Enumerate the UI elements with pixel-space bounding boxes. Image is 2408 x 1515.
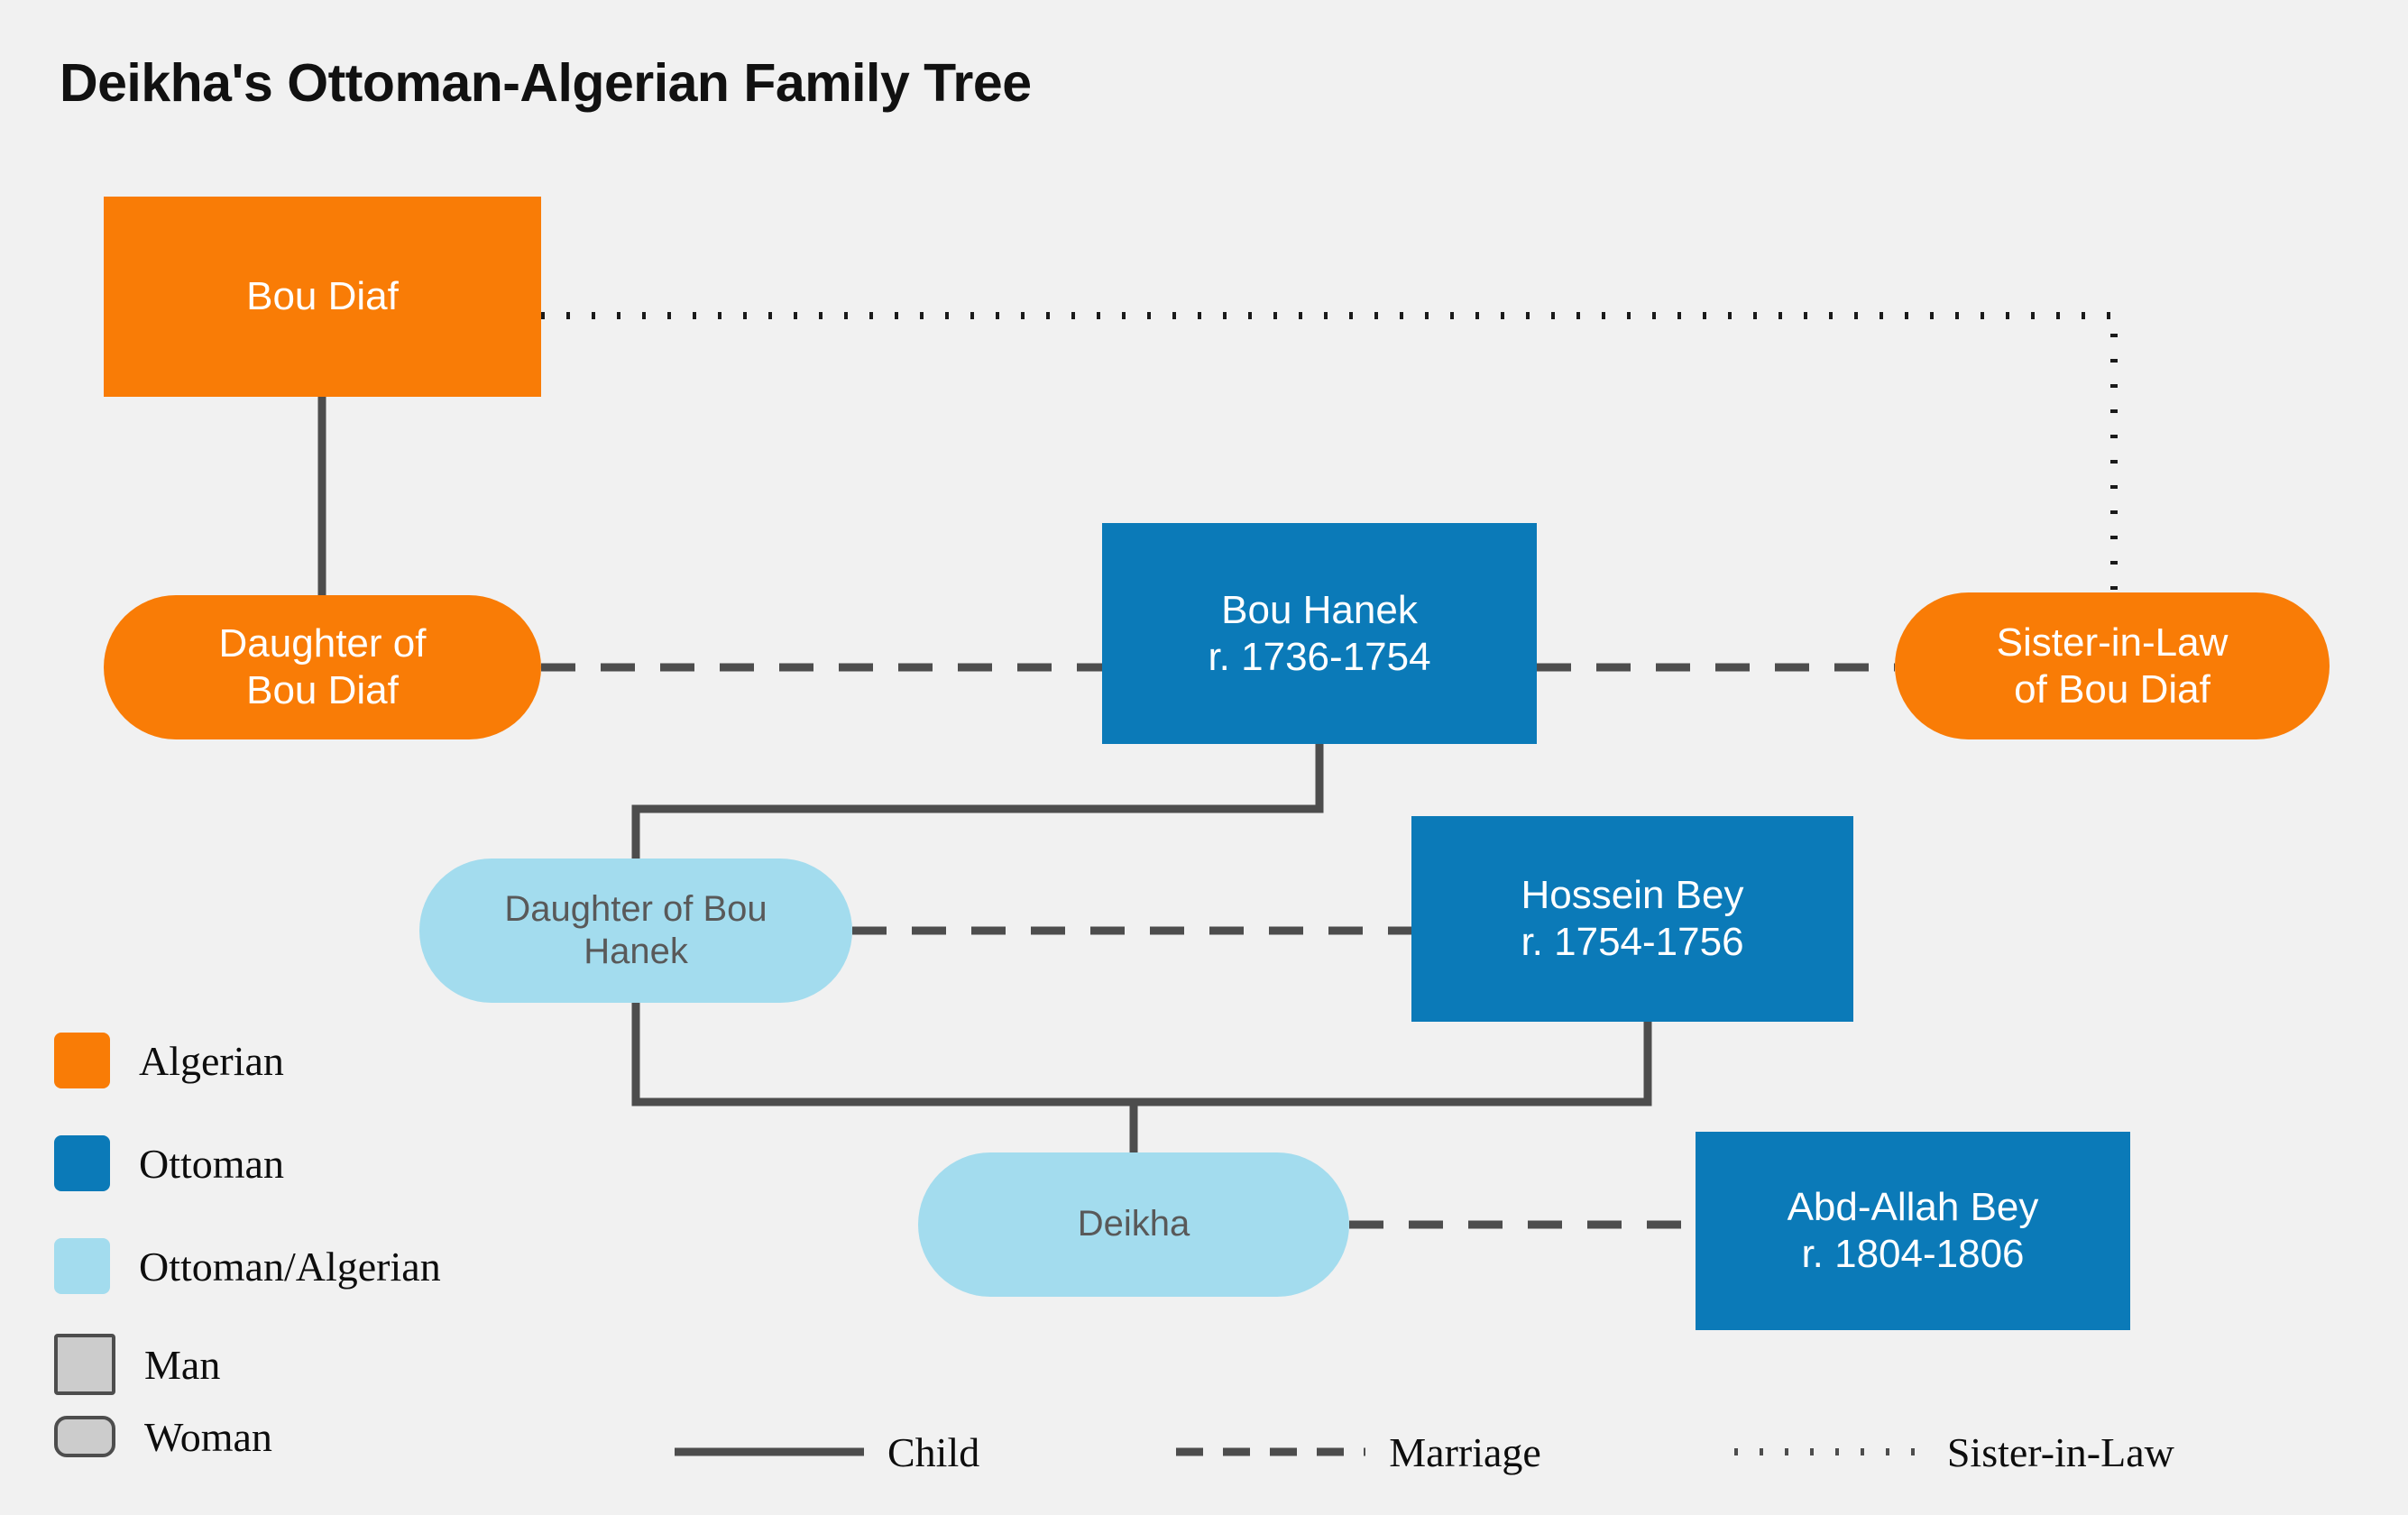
legend-label-man: Man [144, 1341, 221, 1388]
edge-child-daughterbouhanek-deikha [631, 1003, 1134, 1106]
node-deikha[interactable]: Deikha [918, 1152, 1349, 1297]
edge-child-hosseinbey-deikha [1134, 1022, 1652, 1106]
line-sample-dotted-icon [1733, 1442, 1924, 1462]
legend-item-ottoman: Ottoman [54, 1134, 441, 1193]
legend-categories: Algerian Ottoman Ottoman/Algerian Man Wo… [54, 1031, 441, 1483]
node-bou-diaf[interactable]: Bou Diaf [104, 197, 541, 397]
page-title: Deikha's Ottoman-Algerian Family Tree [60, 53, 1032, 113]
node-hossein-bey-label: Hossein Bey r. 1754-1756 [1521, 873, 1744, 964]
legend-item-woman: Woman [54, 1411, 441, 1462]
line-sample-dashed-icon [1176, 1442, 1366, 1462]
legend-item-algerian: Algerian [54, 1031, 441, 1090]
legend-label-ottoman-algerian: Ottoman/Algerian [139, 1243, 441, 1290]
node-deikha-label: Deikha [1077, 1204, 1190, 1244]
legend-item-child: Child [675, 1428, 979, 1476]
node-bou-diaf-label: Bou Diaf [246, 274, 399, 319]
edge-child-bouhanek-daughter [631, 744, 1324, 858]
node-abd-allah-bey-label: Abd-Allah Bey r. 1804-1806 [1787, 1185, 2039, 1276]
node-daughter-of-bou-hanek[interactable]: Daughter of Bou Hanek [419, 858, 852, 1003]
node-sister-in-law-of-bou-diaf[interactable]: Sister-in-Law of Bou Diaf [1895, 592, 2330, 739]
legend-label-child: Child [887, 1428, 980, 1475]
node-bou-hanek-label: Bou Hanek r. 1736-1754 [1208, 587, 1431, 679]
legend-label-ottoman: Ottoman [139, 1140, 284, 1187]
node-sister-in-law-of-bou-diaf-label: Sister-in-Law of Bou Diaf [1996, 620, 2229, 712]
legend-item-sister-in-law: Sister-in-Law [1733, 1428, 2174, 1476]
node-daughter-of-bou-diaf[interactable]: Daughter of Bou Diaf [104, 595, 541, 739]
node-bou-hanek[interactable]: Bou Hanek r. 1736-1754 [1102, 523, 1537, 744]
node-hossein-bey[interactable]: Hossein Bey r. 1754-1756 [1411, 816, 1853, 1022]
legend-item-marriage: Marriage [1176, 1428, 1541, 1476]
node-abd-allah-bey[interactable]: Abd-Allah Bey r. 1804-1806 [1696, 1132, 2130, 1330]
legend-item-ottoman-algerian: Ottoman/Algerian [54, 1236, 441, 1296]
swatch-algerian-icon [54, 1033, 110, 1088]
legend-label-algerian: Algerian [139, 1037, 284, 1084]
legend-label-sister-in-law: Sister-in-Law [1946, 1428, 2174, 1475]
legend-label-woman: Woman [144, 1413, 272, 1460]
swatch-woman-rounded-icon [54, 1416, 115, 1457]
swatch-ottoman-icon [54, 1135, 110, 1191]
legend-item-man: Man [54, 1334, 441, 1395]
legend-label-marriage: Marriage [1389, 1428, 1541, 1475]
swatch-man-square-icon [54, 1334, 115, 1395]
node-daughter-of-bou-diaf-label: Daughter of Bou Diaf [218, 621, 427, 712]
line-sample-solid-icon [675, 1442, 864, 1462]
node-daughter-of-bou-hanek-label: Daughter of Bou Hanek [504, 888, 767, 971]
legend-line-styles: Child Marriage Sister-in-Law [675, 1420, 2370, 1483]
swatch-ottoman-algerian-icon [54, 1238, 110, 1294]
